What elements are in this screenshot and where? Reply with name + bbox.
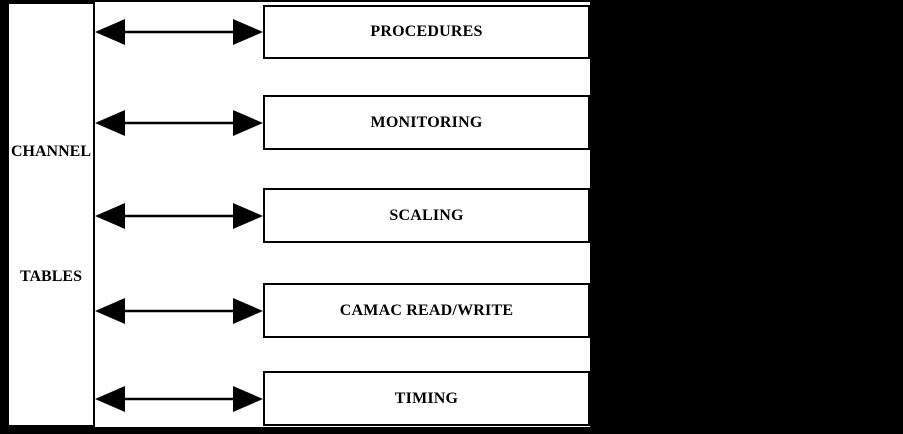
bidirectional-arrow-icon <box>95 202 263 229</box>
bidirectional-arrow-icon <box>95 297 263 324</box>
bidirectional-arrow-icon <box>95 385 263 412</box>
module-label: MONITORING <box>370 113 483 131</box>
diagram-row: CAMAC READ/WRITE <box>95 283 590 338</box>
bidirectional-arrow-icon <box>95 109 263 136</box>
module-label: SCALING <box>389 206 464 224</box>
tables-label: TABLES <box>20 268 82 285</box>
diagram-row: PROCEDURES <box>95 5 590 59</box>
module-box: CAMAC READ/WRITE <box>263 283 590 338</box>
module-label: TIMING <box>394 389 459 407</box>
channel-tables-box: CHANNEL TABLES <box>7 2 95 427</box>
module-box: MONITORING <box>263 95 590 150</box>
diagram-row: TIMING <box>95 371 590 426</box>
bidirectional-arrow-icon <box>95 19 263 45</box>
channel-label: CHANNEL <box>10 143 91 160</box>
module-box: TIMING <box>263 371 590 426</box>
module-box: SCALING <box>263 188 590 243</box>
diagram-row: MONITORING <box>95 95 590 150</box>
module-label: CAMAC READ/WRITE <box>339 301 514 319</box>
module-box: PROCEDURES <box>263 5 590 59</box>
diagram-canvas: CHANNEL TABLES PROCEDURES MONITORING <box>7 2 590 427</box>
module-label: PROCEDURES <box>370 23 483 40</box>
diagram-row: SCALING <box>95 188 590 243</box>
